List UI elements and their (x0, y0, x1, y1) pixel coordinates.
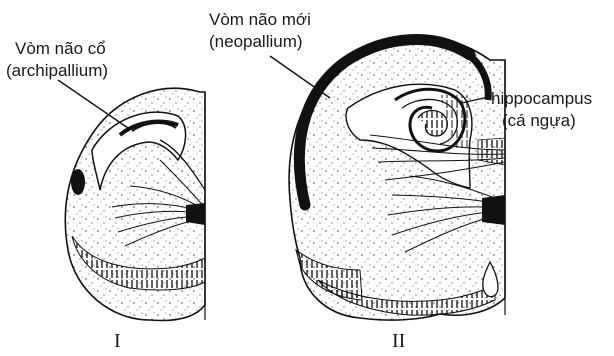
neopallium-label-line2: (neopallium) (209, 31, 303, 52)
archipallium-label-line1: Vòm não cổ (15, 38, 106, 59)
archipallium-label-line2: (archipallium) (6, 60, 108, 81)
hippocampus-label-line2: (cá ngựa) (502, 110, 576, 131)
section-one-archipallium (65, 88, 205, 320)
hippocampus-label-line1: hippocampus (491, 88, 592, 109)
figure-number-one: I (114, 330, 121, 353)
neopallium-label-line1: Vòm não mới (209, 9, 311, 30)
section-two-neopallium (289, 36, 505, 320)
figure-number-two: II (392, 330, 405, 353)
archipallium-pointer (58, 80, 128, 128)
